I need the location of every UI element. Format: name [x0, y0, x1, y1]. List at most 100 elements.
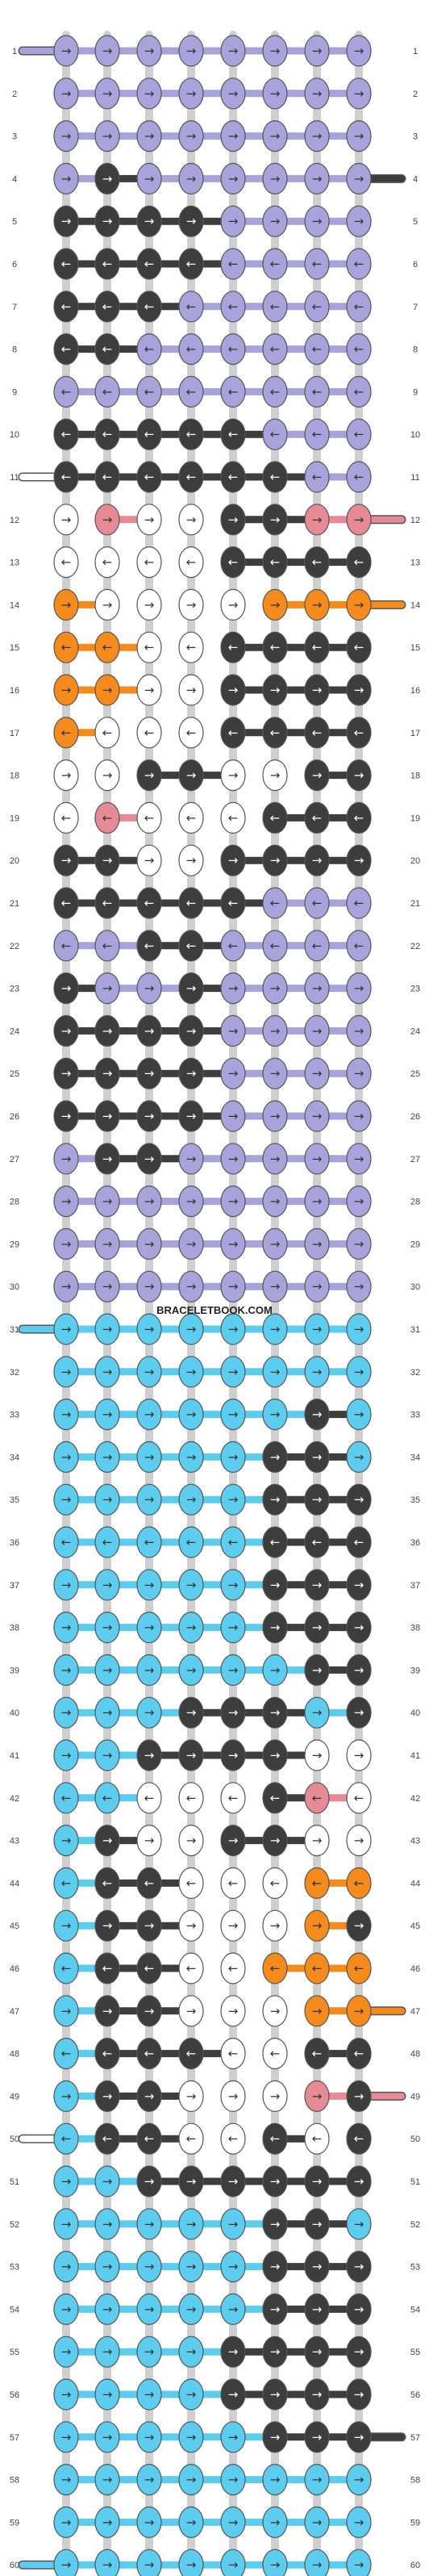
arrow-left-icon: ← [144, 2131, 155, 2146]
arrow-left-icon: ← [186, 939, 197, 953]
arrow-right-icon: → [312, 1407, 323, 1422]
knot-white [220, 2080, 246, 2112]
arrow-right-icon: → [144, 597, 155, 612]
knot-cyan [53, 1569, 79, 1601]
knot-black [346, 1526, 372, 1558]
row-label-left: 16 [10, 686, 19, 696]
knot-black [94, 162, 120, 194]
knot-lavender [220, 1227, 246, 1261]
arrow-right-icon: → [144, 1662, 155, 1677]
arrow-left-icon: ← [61, 1535, 72, 1549]
knot-black [94, 291, 120, 323]
arrow-right-icon: → [102, 1662, 113, 1677]
knot-cyan [94, 2506, 120, 2538]
arrow-right-icon: → [312, 1236, 323, 1251]
knot-white [178, 2080, 204, 2112]
row-label-right: 10 [410, 430, 420, 440]
arrow-right-icon: → [312, 683, 323, 697]
row-label-left: 53 [10, 2263, 19, 2273]
arrow-right-icon: → [312, 129, 323, 144]
arrow-right-icon: → [144, 1023, 155, 1038]
arrow-right-icon: → [354, 2217, 364, 2231]
arrow-right-icon: → [186, 1109, 197, 1123]
knot-white [53, 759, 79, 792]
arrow-right-icon: → [61, 129, 72, 144]
knot-cyan [136, 1654, 162, 1686]
arrow-right-icon: → [270, 1748, 281, 1763]
arrow-left-icon: ← [354, 384, 364, 399]
knot-black [178, 887, 204, 919]
knot-black [262, 1611, 288, 1644]
knot-lavender [304, 333, 330, 366]
arrow-left-icon: ← [270, 726, 281, 740]
arrow-right-icon: → [144, 981, 155, 996]
knot-black [304, 801, 330, 834]
arrow-right-icon: → [186, 2387, 197, 2402]
knot-cyan [94, 1569, 120, 1601]
arrow-right-icon: → [61, 2089, 72, 2103]
arrow-left-icon: ← [228, 1876, 239, 1890]
arrow-right-icon: → [228, 1023, 239, 1038]
knot-cyan [178, 2506, 204, 2538]
arrow-right-icon: → [354, 2387, 364, 2402]
arrow-right-icon: → [144, 2344, 155, 2359]
arrow-right-icon: → [354, 1109, 364, 1123]
knot-black [262, 844, 288, 876]
knot-cyan [94, 1356, 120, 1388]
arrow-right-icon: → [61, 1236, 72, 1251]
arrow-right-icon: → [61, 683, 72, 697]
arrow-left-icon: ← [61, 470, 72, 484]
arrow-left-icon: ← [270, 427, 281, 441]
knot-cyan [136, 1313, 162, 1345]
arrow-right-icon: → [102, 1492, 113, 1507]
arrow-right-icon: → [354, 1322, 364, 1336]
row-label-left: 15 [10, 643, 19, 653]
arrow-right-icon: → [312, 1578, 323, 1592]
arrow-right-icon: → [102, 1620, 113, 1635]
knot-lavender [220, 1185, 246, 1218]
arrow-left-icon: ← [186, 1791, 197, 1805]
knot-cyan [53, 2378, 79, 2411]
bracelet-book-watermark: BRACELETBOOK.COM [156, 1304, 273, 1316]
knot-black [262, 631, 288, 663]
knot-orange [53, 588, 79, 621]
arrow-left-icon: ← [61, 810, 72, 825]
knot-white [136, 1825, 162, 1857]
row-label-right: 57 [410, 2433, 420, 2443]
knot-cyan [262, 2549, 288, 2576]
arrow-right-icon: → [270, 1109, 281, 1123]
arrow-right-icon: → [102, 1449, 113, 1464]
knot-lavender [220, 120, 246, 153]
arrow-right-icon: → [270, 1023, 281, 1038]
knot-black [94, 418, 120, 450]
knot-cyan [136, 1441, 162, 1474]
arrow-right-icon: → [61, 2515, 72, 2529]
knot-cyan [136, 2549, 162, 2576]
arrow-right-icon: → [270, 1066, 281, 1081]
knot-white [136, 631, 162, 663]
arrow-right-icon: → [144, 1365, 155, 1379]
knot-black [346, 1483, 372, 1516]
row-label-left: 23 [10, 985, 19, 994]
row-label-left: 30 [10, 1282, 19, 1292]
arrow-right-icon: → [61, 2430, 72, 2444]
knot-lavender [346, 291, 372, 323]
arrow-left-icon: ← [228, 939, 239, 953]
row-label-right: 30 [410, 1282, 420, 1292]
arrow-left-icon: ← [270, 1535, 281, 1549]
row-label-left: 47 [10, 2007, 19, 2017]
knot-lavender [136, 120, 162, 153]
arrow-left-icon: ← [312, 896, 323, 910]
arrow-right-icon: → [228, 1236, 239, 1251]
knot-white [94, 546, 120, 579]
knot-black [94, 1825, 120, 1857]
knot-black [304, 1611, 330, 1644]
arrow-right-icon: → [61, 1322, 72, 1336]
knot-orange [53, 717, 79, 749]
arrow-right-icon: → [102, 2260, 113, 2274]
arrow-left-icon: ← [312, 342, 323, 357]
arrow-right-icon: → [228, 1194, 239, 1209]
row-label-left: 35 [10, 1495, 19, 1505]
arrow-left-icon: ← [144, 555, 155, 570]
arrow-right-icon: → [228, 1322, 239, 1336]
